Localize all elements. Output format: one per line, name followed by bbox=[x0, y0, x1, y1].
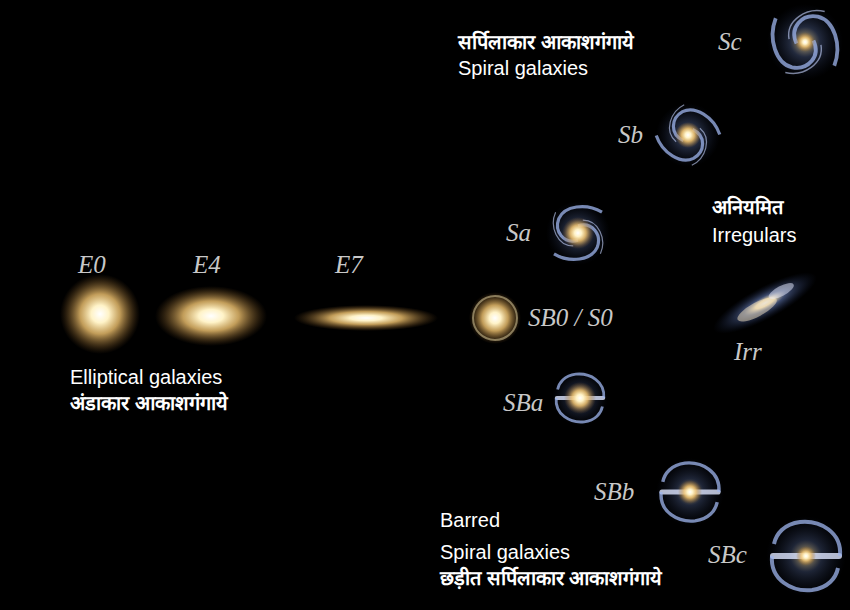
heading-hindi: अनियमित bbox=[712, 195, 783, 219]
heading-hindi: अंडाकार आकाशगंगाये bbox=[70, 391, 228, 415]
class-code: SBc bbox=[708, 541, 747, 569]
class-code: E0 bbox=[78, 251, 106, 279]
class-code: SB0 / S0 bbox=[528, 304, 613, 332]
heading: Barred bbox=[440, 508, 500, 532]
class-code: Sb bbox=[618, 121, 643, 149]
class-code: E7 bbox=[335, 251, 363, 279]
heading: Irregulars bbox=[712, 223, 796, 247]
heading: Elliptical galaxies bbox=[70, 365, 222, 389]
heading-hindi: सर्पिलाकार आकाशगंगाये bbox=[458, 30, 634, 54]
heading: Spiral galaxies bbox=[440, 540, 570, 564]
heading-hindi: छड़ीत सर्पिलाकार आकाशगंगाये bbox=[440, 566, 662, 590]
class-code: E4 bbox=[193, 251, 221, 279]
class-code: Irr bbox=[734, 338, 762, 366]
class-code: SBa bbox=[503, 389, 543, 417]
class-code: Sc bbox=[718, 28, 742, 56]
class-code: SBb bbox=[594, 478, 634, 506]
class-code: Sa bbox=[506, 219, 531, 247]
heading: Spiral galaxies bbox=[458, 56, 588, 80]
